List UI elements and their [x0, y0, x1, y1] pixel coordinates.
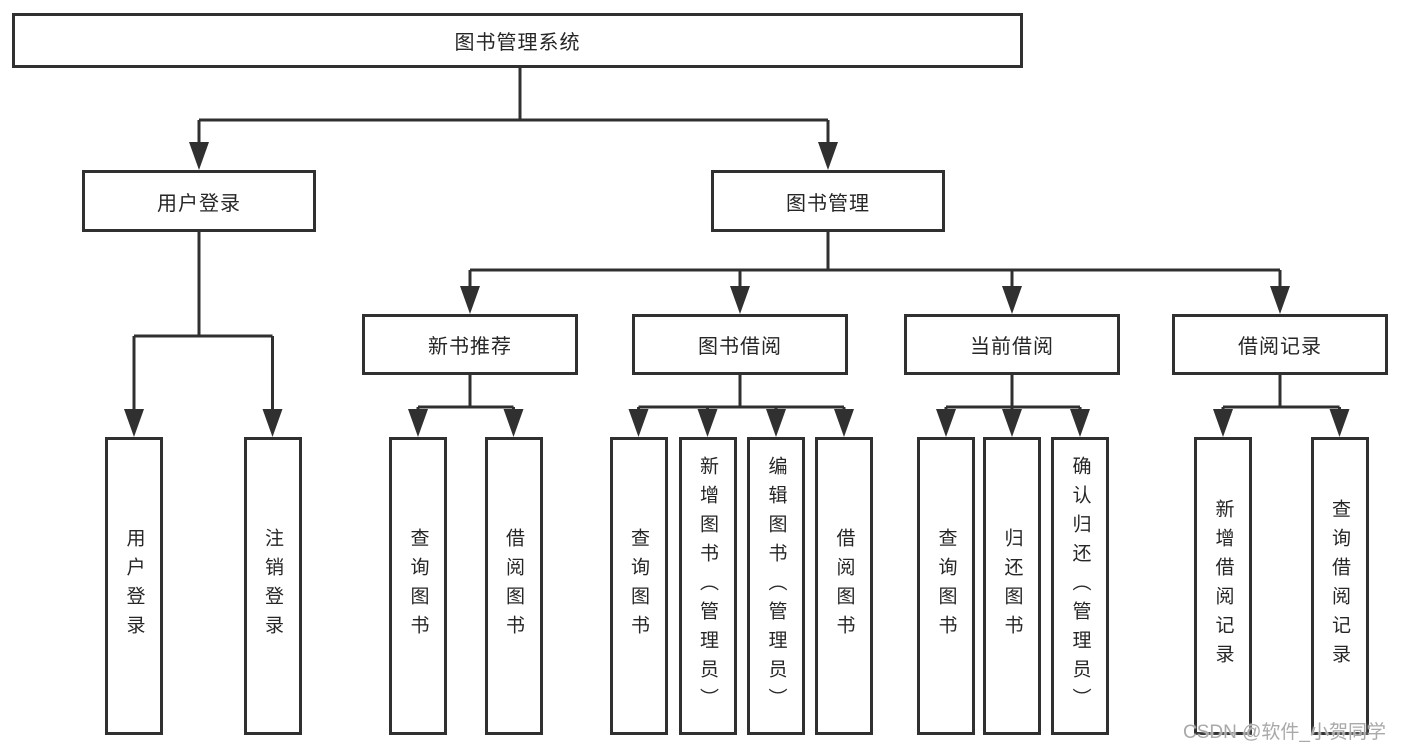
leaf-edit-book-admin: 编辑图书（管理员） [747, 437, 805, 735]
arrow-icon [460, 286, 480, 314]
arrow-icon [766, 409, 786, 437]
leaf-user-login: 用户登录 [105, 437, 163, 735]
node-book-management: 图书管理 [711, 170, 945, 232]
node-label: 新书推荐 [428, 336, 512, 358]
node-label: 借阅记录 [1238, 336, 1322, 358]
leaf-add-book-admin: 新增图书（管理员） [678, 437, 737, 735]
leaf-add-borrow-record: 新增借阅记录 [1194, 437, 1252, 735]
node-label: 图书管理系统 [454, 32, 581, 54]
arrow-icon [1002, 409, 1022, 437]
connector-user-login-to-leaves [132, 232, 274, 412]
leaf-query-books-recommendation: 查询图书 [389, 437, 447, 735]
node-label: 图书管理 [786, 192, 870, 215]
leaf-label: 归还图书 [1001, 528, 1023, 644]
arrow-icon [1070, 409, 1090, 437]
leaf-logout: 注销登录 [243, 437, 302, 735]
arrow-icon [818, 142, 838, 170]
leaf-label: 用户登录 [123, 528, 145, 644]
leaf-borrow-books-recommendation: 借阅图书 [484, 437, 543, 735]
node-library-management-system: 图书管理系统 [12, 13, 1023, 68]
arrow-icon [628, 409, 649, 437]
leaf-confirm-return-admin: 确认归还（管理员） [1051, 437, 1109, 735]
arrow-icon [1329, 409, 1350, 437]
connector-book-borrowing-to-leaves [637, 375, 846, 413]
leaf-return-books: 归还图书 [983, 437, 1041, 735]
connector-new-book-recommendation-to-leaves [416, 375, 515, 413]
node-borrowing-records: 借阅记录 [1172, 314, 1388, 375]
arrow-icon [124, 409, 144, 437]
leaf-label: 查询图书 [628, 528, 649, 644]
leaf-label: 注销登录 [262, 528, 283, 644]
leaf-label: 新增借阅记录 [1212, 499, 1234, 673]
watermark: CSDN @软件_小贺同学 [1183, 722, 1386, 743]
leaf-query-borrow-record: 查询借阅记录 [1310, 437, 1369, 735]
node-user-login: 用户登录 [82, 170, 316, 232]
node-new-book-recommendation: 新书推荐 [362, 314, 578, 375]
arrow-icon [503, 409, 524, 437]
arrow-icon [1270, 286, 1290, 314]
node-book-borrowing: 图书借阅 [632, 314, 848, 375]
arrow-icon [936, 409, 956, 437]
leaf-label: 查询图书 [407, 528, 429, 644]
leaf-label: 借阅图书 [833, 528, 855, 644]
arrow-icon [189, 142, 209, 170]
node-current-borrowing: 当前借阅 [904, 314, 1120, 375]
node-label: 用户登录 [157, 192, 241, 215]
arrow-icon [834, 409, 854, 437]
leaf-query-books-borrowing: 查询图书 [609, 437, 668, 735]
node-label: 当前借阅 [970, 336, 1054, 358]
leaf-label: 查询借阅记录 [1329, 499, 1350, 673]
connector-book-management-to-sections [468, 232, 1282, 290]
leaf-label: 确认归还（管理员） [1069, 455, 1091, 717]
arrow-icon [697, 409, 718, 437]
connector-root-to-branches [197, 68, 830, 145]
arrow-icon [1002, 286, 1022, 314]
arrow-icon [1213, 409, 1233, 437]
connector-current-borrowing-to-leaves [944, 375, 1082, 413]
leaf-label: 借阅图书 [503, 528, 524, 644]
arrow-icon [408, 409, 428, 437]
leaf-label: 编辑图书（管理员） [765, 455, 787, 717]
arrow-icon [262, 409, 283, 437]
arrow-icon [730, 286, 750, 314]
leaf-label: 查询图书 [935, 528, 957, 644]
connector-borrowing-records-to-leaves [1221, 375, 1341, 413]
node-label: 图书借阅 [698, 336, 782, 358]
leaf-borrow-books-borrowing: 借阅图书 [815, 437, 873, 735]
leaf-query-books-current: 查询图书 [917, 437, 975, 735]
leaf-label: 新增图书（管理员） [697, 455, 718, 717]
arrowheads [124, 142, 1350, 437]
